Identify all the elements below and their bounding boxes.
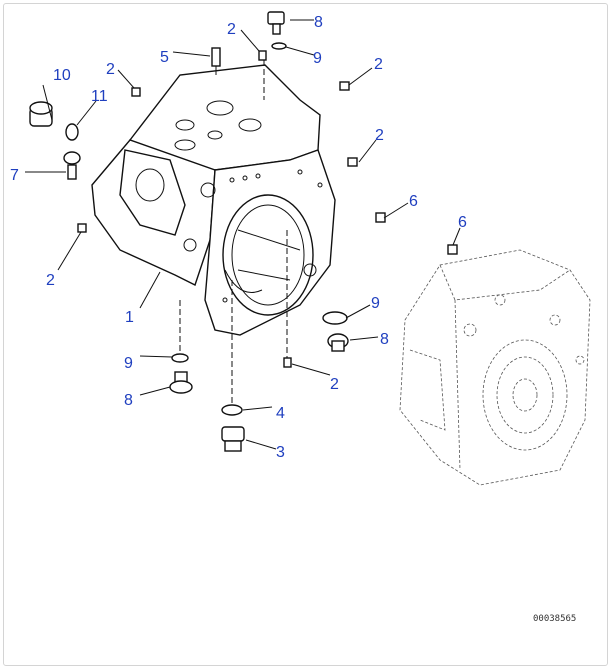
plug-2-left bbox=[131, 87, 141, 97]
plug-2-lower bbox=[283, 357, 292, 368]
callout-2-right: 2 bbox=[375, 127, 384, 144]
plug-2-lower-left bbox=[77, 223, 87, 233]
plug-2-right-top bbox=[339, 81, 350, 91]
plug-8-top bbox=[267, 11, 285, 35]
callout-8-right: 8 bbox=[380, 331, 389, 348]
callout-3: 3 bbox=[276, 444, 285, 461]
plug-8-left bbox=[169, 371, 193, 394]
callout-2-top: 2 bbox=[227, 21, 236, 38]
drawing-reference-code: 00038565 bbox=[533, 614, 576, 624]
bolt-6-ghost bbox=[447, 244, 458, 255]
callout-2-lower-left: 2 bbox=[46, 272, 55, 289]
callout-2-lower: 2 bbox=[330, 376, 339, 393]
callout-4: 4 bbox=[276, 405, 285, 422]
plug-3 bbox=[221, 426, 245, 452]
callout-2-right-top: 2 bbox=[374, 56, 383, 73]
o-ring-4 bbox=[221, 404, 243, 416]
callout-6-ghost: 6 bbox=[458, 214, 467, 231]
callout-10: 10 bbox=[53, 67, 71, 84]
eye-bolt-7 bbox=[63, 151, 81, 180]
callout-11: 11 bbox=[91, 88, 108, 105]
o-ring-9-left bbox=[171, 353, 189, 363]
o-ring-9-right bbox=[322, 311, 348, 325]
callout-1: 1 bbox=[125, 309, 134, 326]
callout-labels: 8 2 9 5 2 2 10 11 2 7 6 6 2 9 1 8 9 2 8 … bbox=[10, 14, 467, 461]
fitting-5 bbox=[211, 47, 221, 75]
callout-9-left: 9 bbox=[124, 355, 133, 372]
callout-2-left: 2 bbox=[106, 61, 115, 78]
leader-lines bbox=[25, 19, 461, 450]
bolt-6 bbox=[375, 212, 386, 223]
plug-10 bbox=[29, 101, 53, 127]
callout-6: 6 bbox=[409, 193, 418, 210]
plug-2-top bbox=[258, 50, 267, 61]
callout-7: 7 bbox=[10, 167, 19, 184]
callout-9-top: 9 bbox=[313, 50, 322, 67]
plug-8-right bbox=[327, 333, 349, 352]
callout-5: 5 bbox=[160, 49, 169, 66]
plug-2-right bbox=[347, 157, 358, 167]
o-ring-9-top bbox=[271, 42, 287, 50]
o-ring-11 bbox=[65, 123, 79, 141]
callout-8-top: 8 bbox=[314, 14, 323, 31]
callout-8-left: 8 bbox=[124, 392, 133, 409]
assembled-pump-ghost bbox=[399, 249, 591, 486]
callout-9-right: 9 bbox=[371, 295, 380, 312]
pump-housing bbox=[91, 64, 336, 336]
